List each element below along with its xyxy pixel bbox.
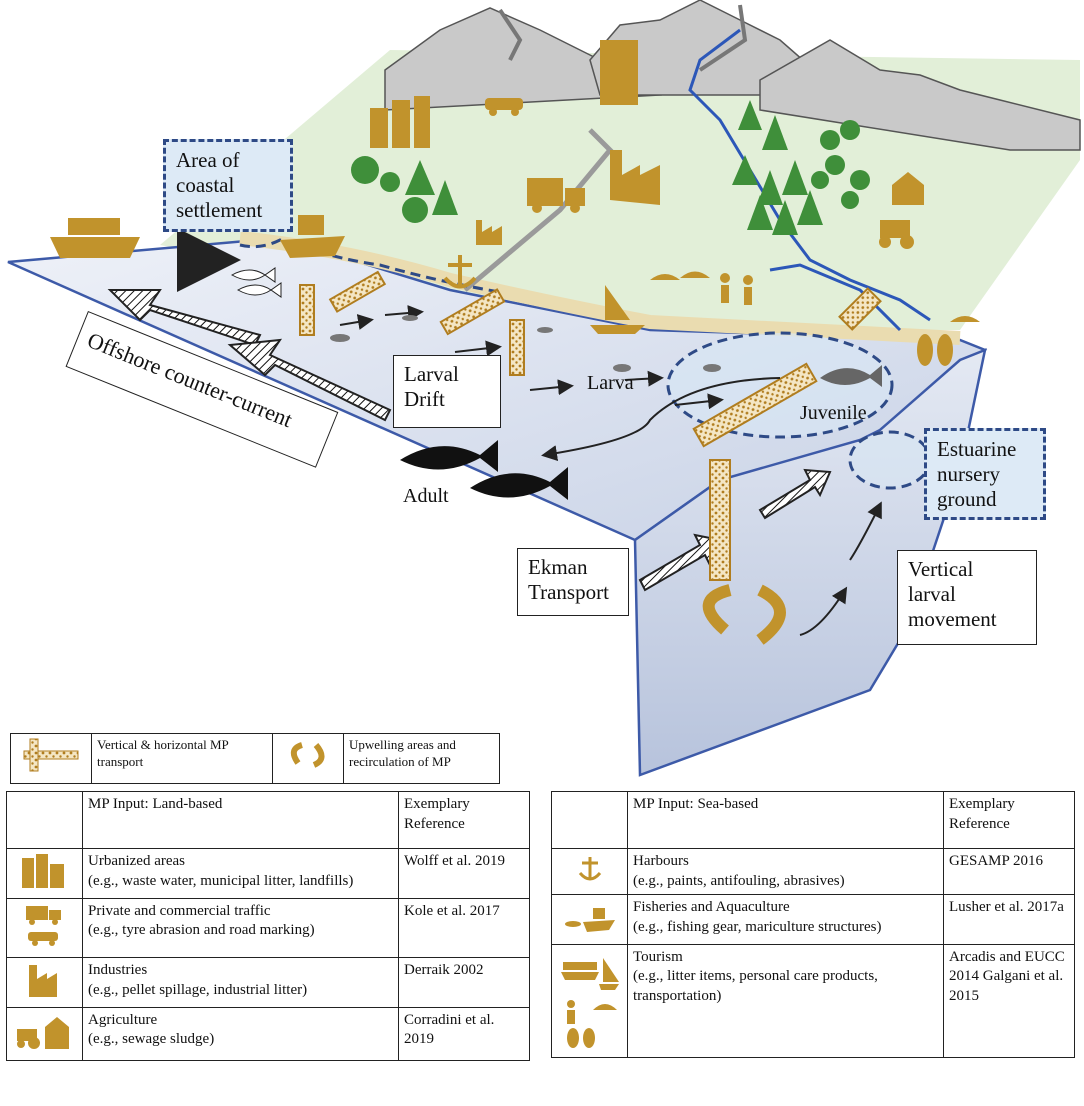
row-description: (e.g., sewage sludge) xyxy=(88,1031,215,1047)
row-description: (e.g., waste water, municipal litter, la… xyxy=(88,872,354,889)
mp-transport-arrows xyxy=(299,270,882,581)
mp-transport-legend-icon xyxy=(10,733,92,784)
row-reference: Corradini et al. 2019 xyxy=(398,1006,530,1061)
tractor-barn-icon xyxy=(6,1006,83,1061)
coastal-scene-diagram xyxy=(7,0,1081,777)
row-title: Tourism xyxy=(633,948,683,965)
ekman-transport-label: Ekman Transport xyxy=(517,548,629,616)
land-header-ref: Exemplary Reference xyxy=(398,791,530,849)
row-reference: Derraik 2002 xyxy=(398,957,530,1008)
row-description: (e.g., pellet spillage, industrial litte… xyxy=(88,981,308,998)
land-header-input: MP Input: Land-based xyxy=(82,791,399,849)
larval-drift-label: Larval Drift xyxy=(393,355,501,428)
beach xyxy=(239,231,961,345)
table-row: Harbours (e.g., paints, antifouling, abra… xyxy=(551,848,1075,895)
row-title: Urbanized areas xyxy=(88,853,186,869)
fishing-boat-icon xyxy=(551,894,628,945)
anchor-icon xyxy=(551,848,628,895)
row-description: (e.g., fishing gear, mariculture structu… xyxy=(633,918,882,935)
row-reference: Lusher et al. 2017a xyxy=(943,894,1075,945)
fish-icons xyxy=(230,267,882,500)
sea-header-input: MP Input: Sea-based xyxy=(627,791,944,849)
table-row: Private and commercial traffic (e.g., tyr… xyxy=(6,897,530,958)
truck-car-icon xyxy=(6,897,83,958)
scene-icons xyxy=(50,40,980,366)
row-title: Private and commercial traffic xyxy=(88,902,271,919)
upwelling-loop xyxy=(702,584,786,645)
offshore-current-arrows xyxy=(107,289,392,422)
juvenile-label: Juvenile xyxy=(800,402,867,424)
row-description: (e.g., litter items, personal care produ… xyxy=(633,968,878,1004)
road xyxy=(463,128,614,292)
table-row: Agriculture (e.g., sewage sludge) Corradin… xyxy=(6,1006,530,1061)
adult-label: Adult xyxy=(403,485,449,507)
row-title: Agriculture xyxy=(88,1011,158,1028)
larva-label: Larva xyxy=(587,372,634,394)
row-reference: Kole et al. 2017 xyxy=(398,897,530,958)
ekman-arrows xyxy=(638,468,832,592)
upwelling-legend-icon xyxy=(272,733,344,784)
land-based-table: MP Input: Land-based Exemplary Reference… xyxy=(6,791,530,1061)
factory-icon xyxy=(6,957,83,1008)
table-row: Fisheries and Aquaculture (e.g., fishing … xyxy=(551,894,1075,945)
row-reference: Wolff et al. 2019 xyxy=(398,848,530,899)
coastal-settlement-label: Area of coastal settlement xyxy=(163,139,293,232)
larval-drift-arrows xyxy=(339,305,882,636)
row-description: (e.g., tyre abrasion and road marking) xyxy=(88,922,315,938)
trees xyxy=(351,100,870,235)
row-title: Harbours xyxy=(633,853,689,869)
upwelling-legend-text: Upwelling areas and recirculation of MP xyxy=(343,733,500,784)
sea-header-ref: Exemplary Reference xyxy=(943,791,1075,849)
row-reference: GESAMP 2016 xyxy=(943,848,1075,895)
row-title: Industries xyxy=(88,962,148,978)
buildings-icon xyxy=(6,848,83,899)
mp-transport-legend-text: Vertical & horizontal MP transport xyxy=(91,733,273,784)
table-row: Tourism (e.g., litter items, personal car… xyxy=(551,943,1075,1058)
estuarine-nursery-label: Estuarine nursery ground xyxy=(924,428,1046,520)
legend-table: Vertical & horizontal MP transport Upwel… xyxy=(10,733,500,784)
vertical-larval-movement-label: Vertical larval movement xyxy=(897,550,1037,645)
mountains xyxy=(384,0,1081,151)
row-reference: Arcadis and EUCC 2014 Galgani et al. 201… xyxy=(943,943,1075,1058)
tourism-icon xyxy=(551,943,628,1058)
row-description: (e.g., paints, antifouling, abrasives) xyxy=(633,872,845,889)
sea-based-table: MP Input: Sea-based Exemplary Reference … xyxy=(551,791,1075,1058)
table-row: Industries (e.g., pellet spillage, indust… xyxy=(6,957,530,1008)
row-title: Fisheries and Aquaculture xyxy=(633,899,790,915)
table-row: Urbanized areas (e.g., waste water, munic… xyxy=(6,848,530,899)
